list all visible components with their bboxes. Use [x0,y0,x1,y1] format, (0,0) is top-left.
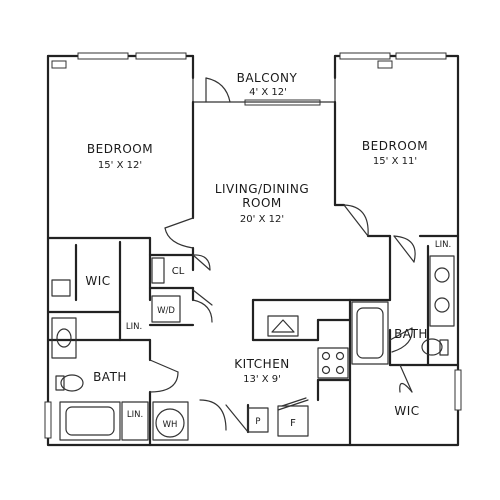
washer-dryer-label: W/D [157,306,175,316]
window [44,401,52,439]
doors [149,204,416,433]
living-name-line1: LIVING/DINING [215,182,309,196]
fridge-label: F [290,418,296,429]
bathtub-icon [59,401,121,441]
kitchen-name: KITCHEN [234,357,290,371]
sink-icon [56,328,72,348]
living-size: 20' X 12' [240,214,284,225]
pantry [247,407,269,433]
window [51,60,67,69]
fixtures [51,255,455,441]
window [339,52,391,60]
window [77,52,129,60]
balcony-name: BALCONY [237,71,298,85]
bath-vanity [429,255,455,327]
window [377,60,393,69]
stove-icon [317,347,349,379]
closet-shelf [51,279,71,297]
kitchen-size: 13' X 9' [243,374,281,385]
window [395,52,447,60]
kitchen-sink-icon [267,315,299,337]
bathtub-icon [351,301,389,365]
balcony-size: 4' X 12' [249,87,287,98]
washer-dryer-icon [151,295,181,323]
sink-icon [434,267,450,283]
toilet-icon [421,338,443,356]
bedroom-left-name: BEDROOM [87,142,153,156]
wic-right-label: WIC [394,404,419,418]
toilet-icon [60,374,84,392]
closet-label: CL [172,266,185,277]
water-heater-label: WH [163,420,178,430]
bedroom-right-size: 15' X 11' [373,156,417,167]
linen-right-label: LIN. [435,240,451,250]
bath-vanity [51,317,77,359]
pantry-label: P [255,417,260,427]
wic-left-label: WIC [85,274,110,288]
bath-right-label: BATH [394,327,428,341]
labels: BALCONY 4' X 12' BEDROOM 15' X 12' BEDRO… [85,71,451,430]
linen-upper-left-label: LIN. [126,322,142,332]
water-heater-icon [155,408,185,438]
living-name-line2: ROOM [242,196,282,210]
bedroom-left-size: 15' X 12' [98,160,142,171]
fridge-icon [277,405,309,437]
exterior-walls [46,54,460,447]
window [135,52,187,60]
sink-icon [434,297,450,313]
bedroom-right-name: BEDROOM [362,139,428,153]
bath-left-label: BATH [93,370,127,384]
window [454,369,462,411]
balcony [192,77,336,103]
interior-walls [46,100,460,447]
linen-lower-left-label: LIN. [127,410,143,420]
